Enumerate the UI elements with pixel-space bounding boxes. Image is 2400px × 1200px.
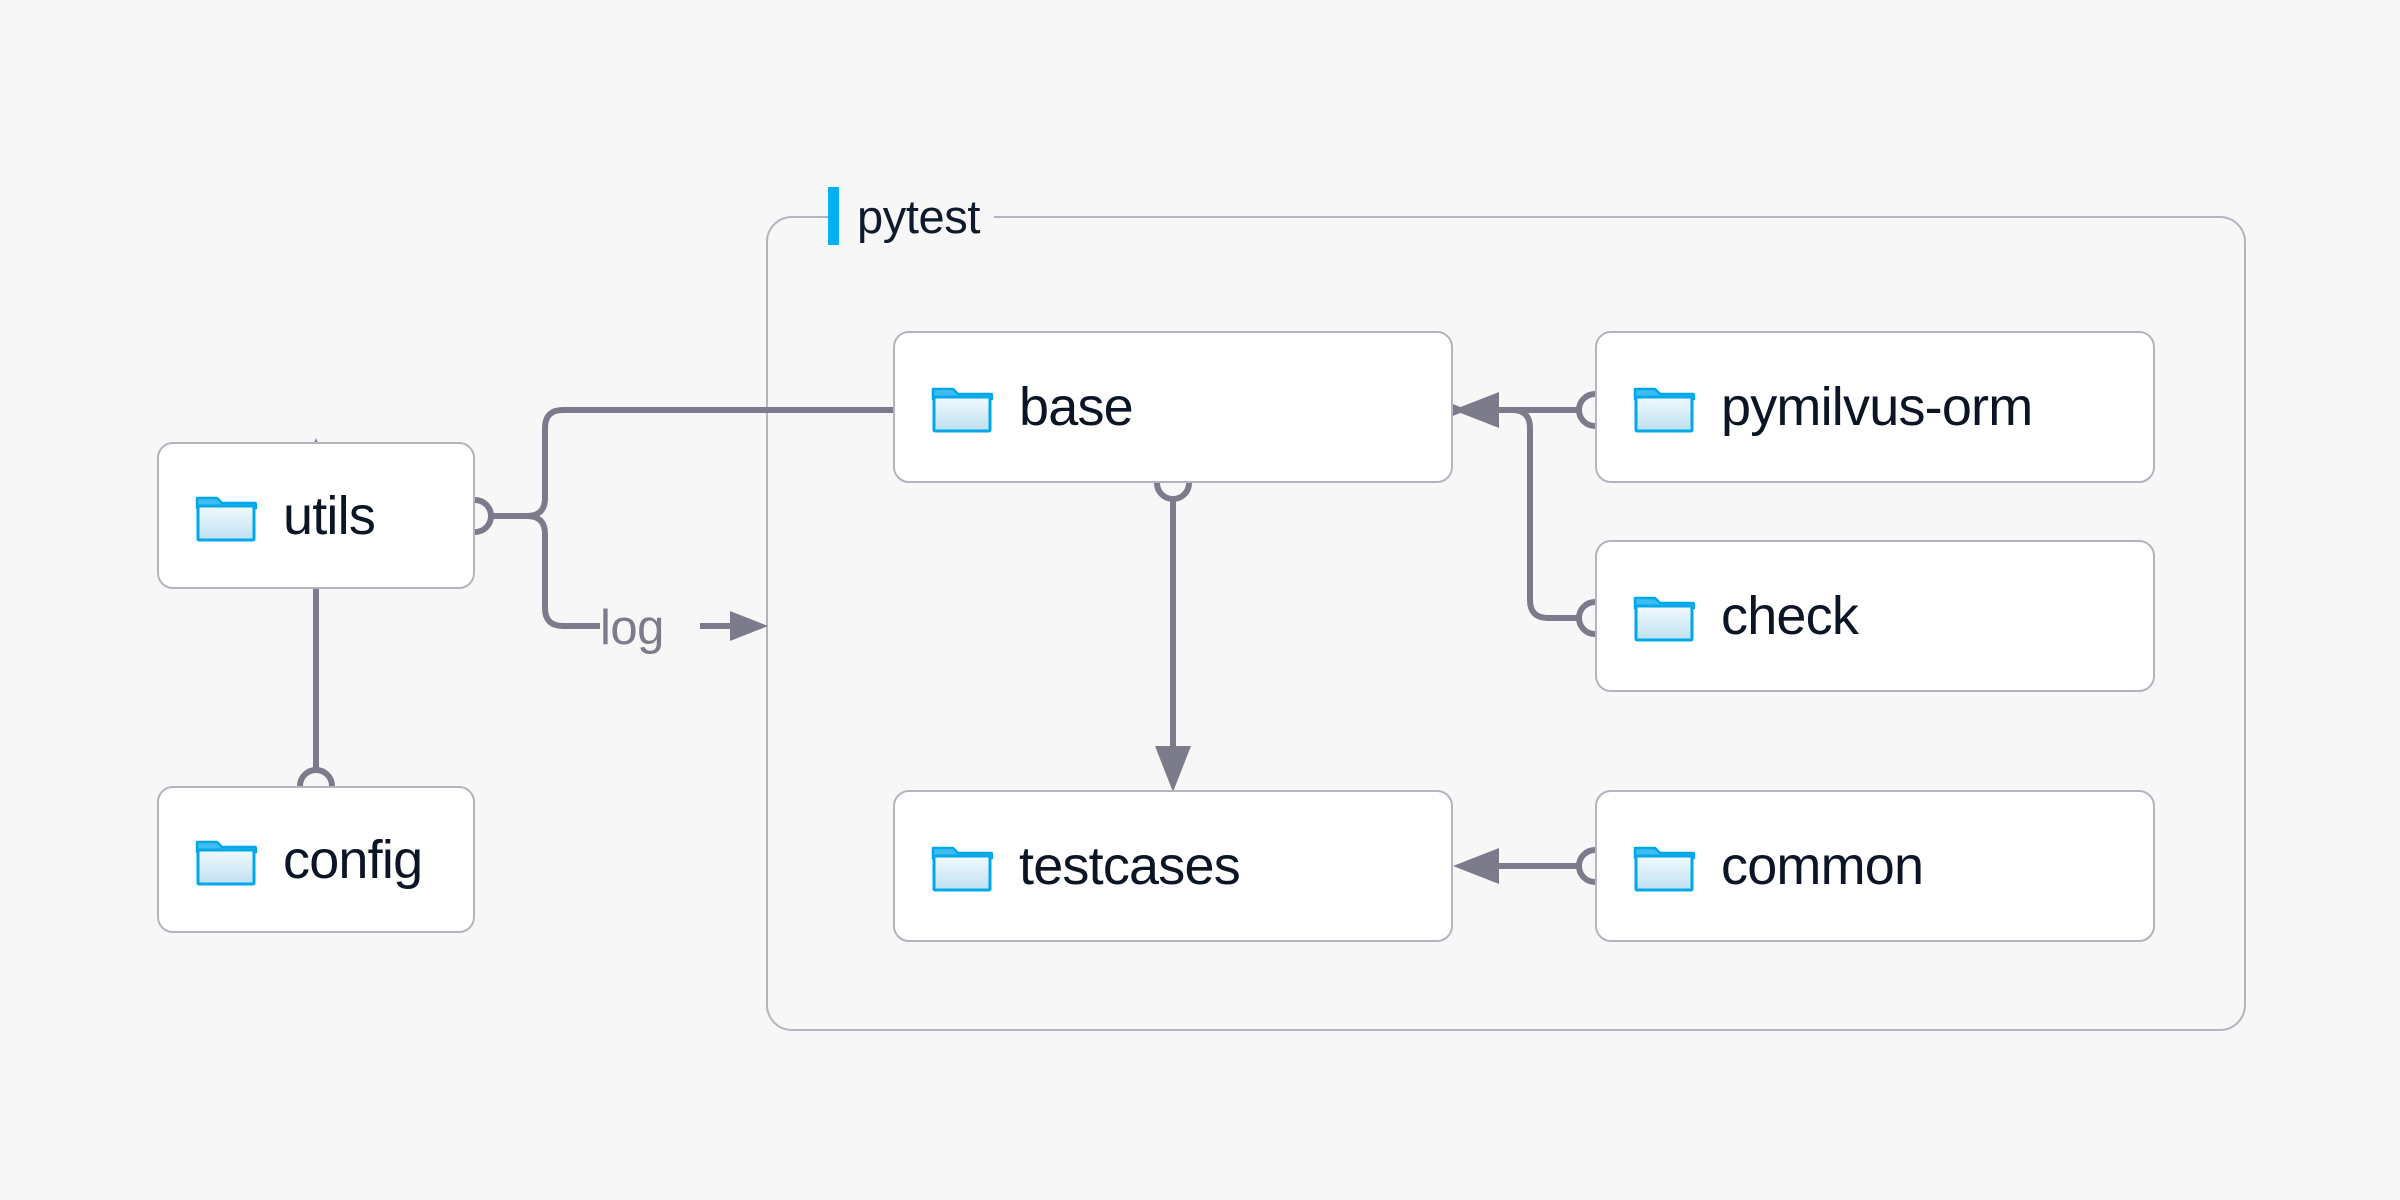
node-check[interactable]: check	[1595, 540, 2155, 692]
folder-icon	[931, 379, 993, 435]
group-label-pytest: pytest	[828, 186, 994, 246]
node-pymilvus-orm[interactable]: pymilvus-orm	[1595, 331, 2155, 483]
node-common[interactable]: common	[1595, 790, 2155, 942]
node-label: base	[1019, 377, 1134, 437]
group-label-text: pytest	[857, 189, 980, 243]
node-label: common	[1721, 836, 1924, 896]
node-testcases[interactable]: testcases	[893, 790, 1453, 942]
folder-icon	[195, 832, 257, 888]
node-label: utils	[283, 485, 376, 546]
edge-label-log: log	[600, 601, 664, 655]
folder-icon	[1633, 588, 1695, 644]
node-label: pymilvus-orm	[1721, 377, 2033, 437]
node-label: check	[1721, 586, 1859, 646]
blue-bar-icon	[828, 187, 839, 245]
folder-icon	[195, 488, 257, 544]
node-utils[interactable]: utils	[157, 442, 475, 589]
node-base[interactable]: base	[893, 331, 1453, 483]
node-label: config	[283, 829, 423, 890]
folder-icon	[1633, 838, 1695, 894]
folder-icon	[931, 838, 993, 894]
node-config[interactable]: config	[157, 786, 475, 933]
folder-icon	[1633, 379, 1695, 435]
node-label: testcases	[1019, 836, 1241, 896]
